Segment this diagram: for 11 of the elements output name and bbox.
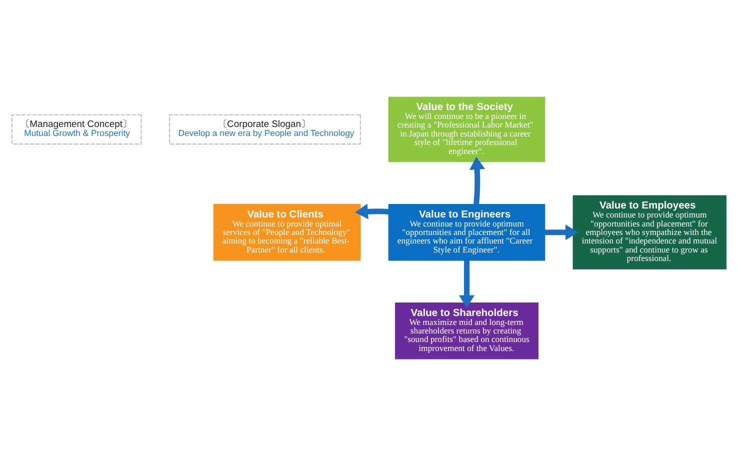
- arrow: [469, 156, 485, 204]
- arrow: [458, 260, 475, 308]
- arrow: [544, 224, 578, 240]
- node-box: Value to Engineers We continue to provide optimum "opportunities and placement" for all engineers who aim for affluent "Career Style of Engineer".: [388, 203, 546, 260]
- arrow: [355, 203, 389, 219]
- node-box: Value to the Society We will continue to be a pioneer in creating a "Professional Labor Market" in Japan through establishing a career style of "lifetime professional engineer".: [388, 96, 546, 162]
- node-box: Value to Shareholders We maximize mid and long-term shareholders returns by creating "sound profits" based on continuous improvement of the Values.: [395, 302, 538, 359]
- node-box: Value to Employees We continue to provide optimum "opportunities and placement" for employees who sympathize with the intension of "independence and mutual supports" and continue to grow as professional.: [572, 194, 726, 269]
- node-box: Value to Clients We continue to provide optimal services of "People and Technology" aiming to becoming a "reliable Best-Partner" for all clients.: [213, 203, 361, 260]
- node-box: 〔Management Concept〕 Mutual Growth & Prosperity: [12, 114, 142, 144]
- node-box: 〔Corporate Slogan〕 Develop a new era by People and Technology: [169, 114, 361, 144]
